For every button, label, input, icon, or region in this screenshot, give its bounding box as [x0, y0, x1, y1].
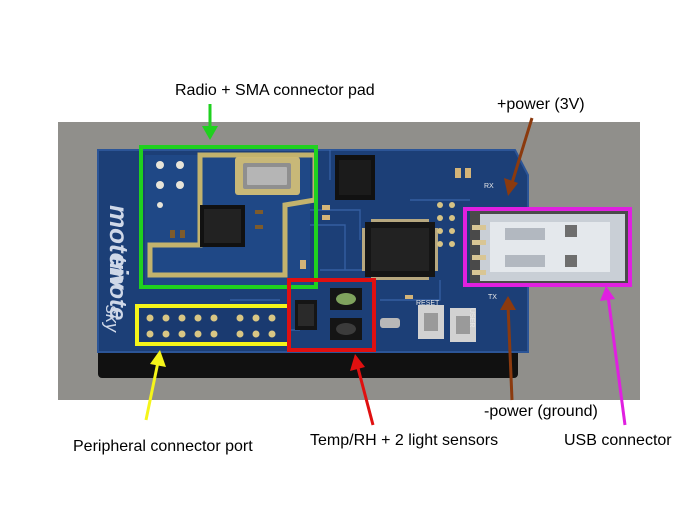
- power-positive-arrow: [504, 117, 534, 196]
- reset-button: [418, 305, 444, 339]
- radio-label: Radio + SMA connector pad: [175, 82, 375, 99]
- usb-plug: [470, 210, 630, 285]
- peripheral-label: Peripheral connector port: [73, 438, 253, 455]
- crystal: [380, 318, 400, 328]
- power-negative-arrow: [500, 296, 516, 401]
- moteiv-logo: moteiv tmote sky: [102, 205, 134, 333]
- sensor-components: [295, 288, 362, 340]
- small-components: [300, 168, 471, 299]
- radio-highlight-box: [139, 145, 318, 289]
- logo-sky-text: sky: [102, 305, 122, 333]
- silk-tx: TX: [488, 294, 497, 301]
- logo-tmote-text: tmote: [104, 255, 131, 320]
- usb-contacts: [472, 225, 486, 275]
- user-button: [450, 308, 476, 342]
- usb-highlight-box: [463, 207, 632, 287]
- silk-user: USER: [468, 308, 475, 327]
- power-positive-label: +power (3V): [497, 96, 585, 113]
- logo-moteiv-text: moteiv: [104, 205, 134, 290]
- radio-arrow: [202, 104, 218, 140]
- radio-module: [145, 152, 318, 285]
- sensors-highlight-box: [287, 278, 376, 352]
- silk-reset: RESET: [416, 300, 440, 307]
- silk-rx: RX: [484, 183, 494, 190]
- peripheral-arrow: [144, 350, 166, 421]
- usb-arrow: [600, 286, 627, 426]
- microcontroller: [362, 219, 438, 280]
- sensors-label: Temp/RH + 2 light sensors: [310, 432, 499, 449]
- sensors-arrow: [350, 354, 375, 426]
- peripheral-header: [138, 308, 288, 342]
- power-negative-label: -power (ground): [484, 403, 598, 420]
- usb-label: USB connector: [564, 432, 672, 449]
- pin-header: [437, 202, 455, 247]
